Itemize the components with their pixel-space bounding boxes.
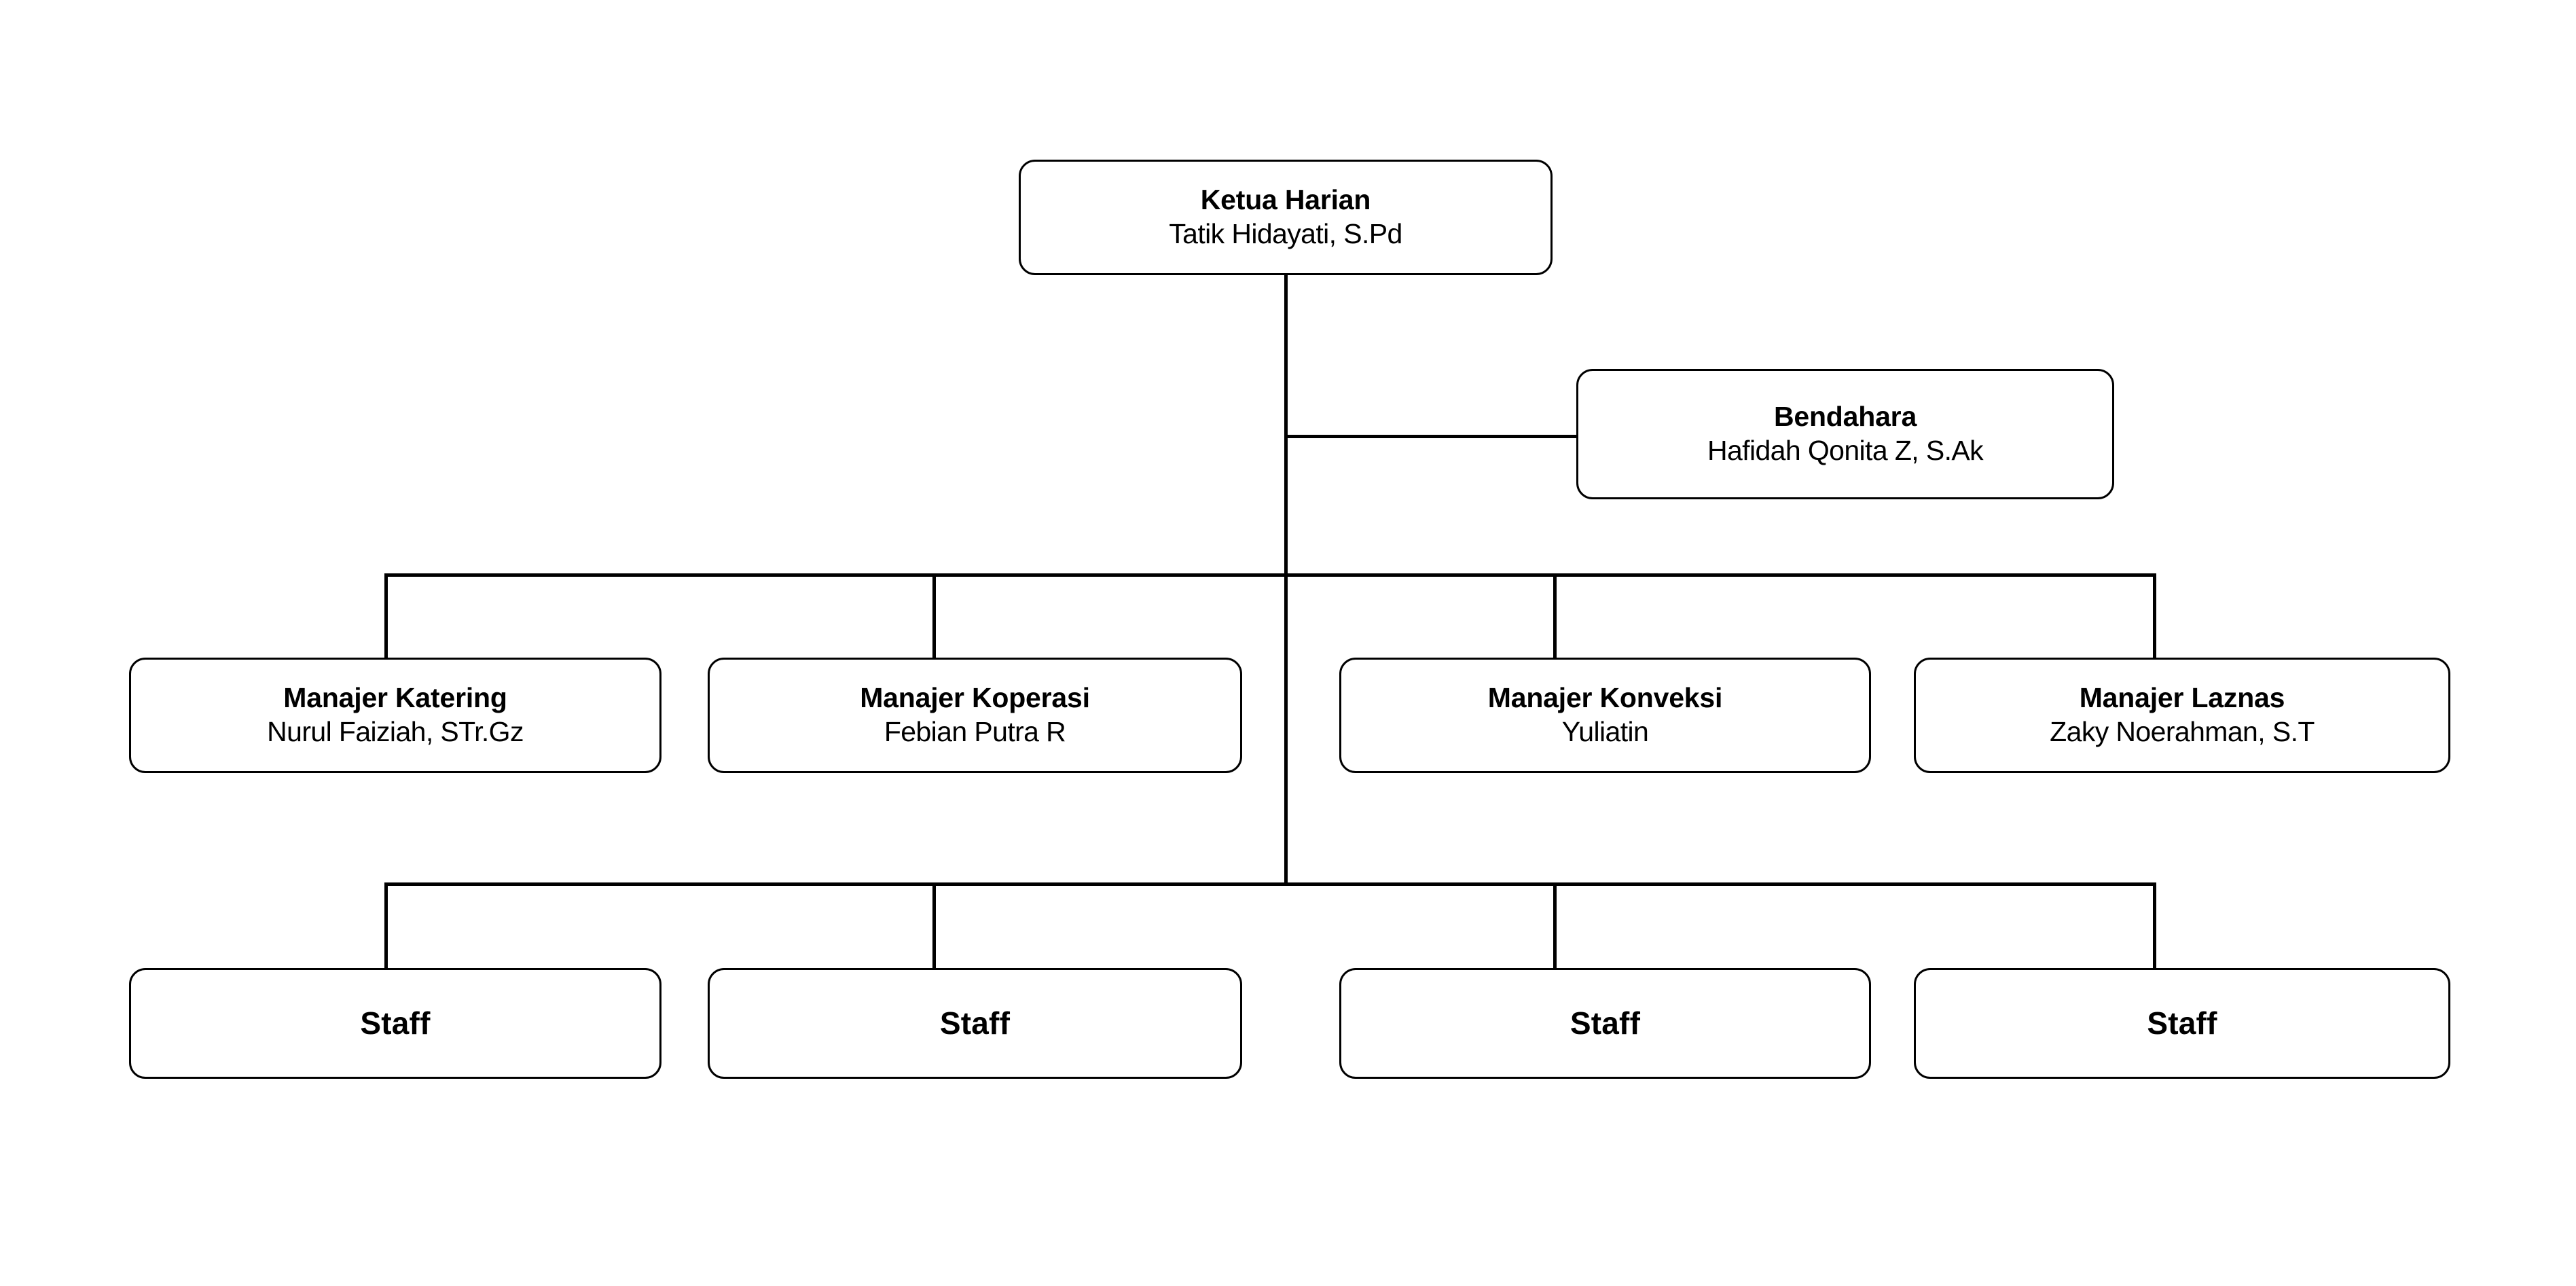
connector-manager-drop-3	[1553, 573, 1557, 659]
node-staff-2[interactable]: Staff	[708, 968, 1242, 1079]
node-title: Manajer Katering	[283, 682, 507, 714]
connector-staff-drop-1	[384, 882, 388, 969]
node-title: Staff	[360, 1005, 431, 1041]
connector-staff-drop-3	[1553, 882, 1557, 969]
connector-staff-bus	[384, 882, 2156, 886]
node-staff-3[interactable]: Staff	[1339, 968, 1871, 1079]
node-title: Staff	[1570, 1005, 1641, 1041]
node-person: Zaky Noerahman, S.T	[2050, 716, 2315, 747]
node-manajer-laznas[interactable]: Manajer Laznas Zaky Noerahman, S.T	[1914, 658, 2450, 773]
node-title: Bendahara	[1773, 401, 1917, 433]
connector-staff-drop-4	[2153, 882, 2156, 969]
connector-root-spine	[1284, 272, 1288, 886]
node-title: Staff	[939, 1005, 1011, 1041]
node-title: Manajer Laznas	[2079, 682, 2285, 714]
connector-manager-drop-2	[932, 573, 936, 659]
node-staff-1[interactable]: Staff	[129, 968, 661, 1079]
connector-manager-drop-1	[384, 573, 388, 659]
node-person: Hafidah Qonita Z, S.Ak	[1707, 435, 1984, 466]
node-person: Tatik Hidayati, S.Pd	[1169, 218, 1402, 249]
connector-manager-drop-4	[2153, 573, 2156, 659]
node-title: Staff	[2147, 1005, 2217, 1041]
node-person: Nurul Faiziah, STr.Gz	[267, 716, 524, 747]
node-person: Febian Putra R	[884, 716, 1066, 747]
connector-root-to-treasurer	[1284, 435, 1578, 438]
node-title: Ketua Harian	[1200, 184, 1371, 216]
node-manajer-konveksi[interactable]: Manajer Konveksi Yuliatin	[1339, 658, 1871, 773]
node-manajer-katering[interactable]: Manajer Katering Nurul Faiziah, STr.Gz	[129, 658, 661, 773]
node-title: Manajer Konveksi	[1487, 682, 1723, 714]
connector-manager-bus	[384, 573, 2156, 577]
connector-staff-drop-2	[932, 882, 936, 969]
node-bendahara[interactable]: Bendahara Hafidah Qonita Z, S.Ak	[1576, 369, 2114, 499]
node-ketua-harian[interactable]: Ketua Harian Tatik Hidayati, S.Pd	[1019, 160, 1553, 275]
node-staff-4[interactable]: Staff	[1914, 968, 2450, 1079]
node-title: Manajer Koperasi	[860, 682, 1090, 714]
node-manajer-koperasi[interactable]: Manajer Koperasi Febian Putra R	[708, 658, 1242, 773]
node-person: Yuliatin	[1561, 716, 1649, 747]
